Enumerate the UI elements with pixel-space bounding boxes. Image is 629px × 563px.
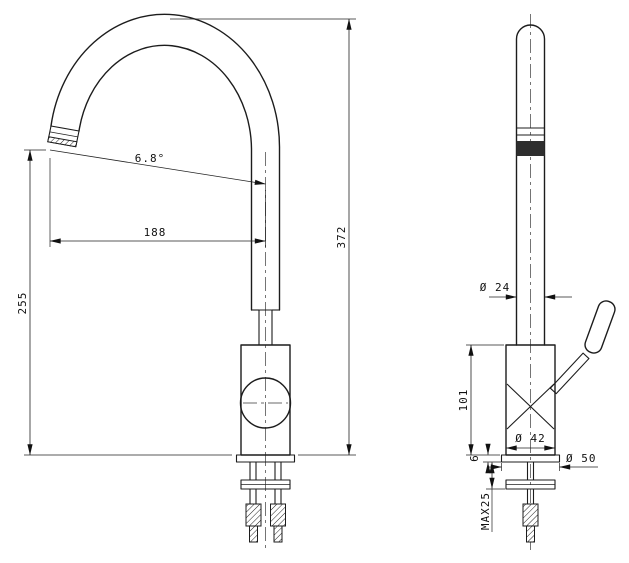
dimension-spout-angle: 6.8°	[49, 149, 266, 185]
dimension-total-height: 372	[170, 18, 356, 456]
aerator-hatch-band	[47, 136, 78, 148]
mounting-nut-side-tip	[526, 525, 535, 543]
spout-outer-curve	[50, 13, 281, 311]
dimension-pipe-diameter: Ø 24	[480, 281, 572, 300]
dimension-outlet-height: 255	[16, 149, 232, 456]
dim-total-height-label: 372	[335, 226, 348, 249]
spout-dark-ring	[516, 141, 545, 156]
base-flange-front	[235, 454, 296, 463]
mounting-nut-left	[245, 503, 262, 527]
dimension-spout-reach: 188	[49, 158, 266, 247]
aerator-band-line	[49, 131, 78, 138]
front-view: 372 255 188 6.8°	[16, 13, 356, 550]
body-knob-circle	[239, 377, 292, 429]
dimension-flange-thickness: 6	[468, 443, 501, 474]
handle-grip	[584, 300, 616, 354]
spout-inner-curve	[78, 44, 253, 311]
dimension-body-height: 101	[457, 344, 504, 456]
dim-outlet-height-label: 255	[16, 292, 29, 315]
riser-pipe-side	[515, 24, 546, 346]
dim-body-diameter-label: Ø 42	[515, 432, 546, 445]
dimension-base-diameter: Ø 50	[489, 452, 598, 471]
mounting-nut-right-tip	[273, 525, 283, 543]
dim-base-diameter-label: Ø 50	[566, 452, 597, 465]
mounting-hardware-front	[240, 461, 291, 543]
mounting-nut-side	[522, 503, 539, 527]
dim-pipe-diameter-label: Ø 24	[480, 281, 511, 294]
dim-flange-thickness-label: 6	[468, 454, 481, 462]
dim-body-height-label: 101	[457, 389, 470, 412]
lever-handle	[549, 300, 616, 395]
side-view: Ø 24 101 Ø 42 Ø 50 6	[457, 14, 616, 550]
dim-spout-reach-label: 188	[144, 226, 167, 239]
mounting-nut-left-tip	[249, 525, 258, 543]
dimension-body-diameter: Ø 42	[505, 432, 556, 451]
mounting-hardware-side	[505, 461, 556, 543]
dim-max-counter-label: MAX25	[479, 492, 492, 530]
handle-rod	[549, 352, 590, 395]
mounting-nut-right	[270, 503, 286, 527]
swivel-joint-diagonal-2	[506, 383, 555, 430]
angle-reference-line	[49, 149, 266, 185]
dimension-max-counter-thickness: MAX25	[479, 462, 505, 532]
spout-aerator-tip	[47, 125, 80, 148]
dim-spout-angle-label: 6.8°	[135, 152, 166, 165]
